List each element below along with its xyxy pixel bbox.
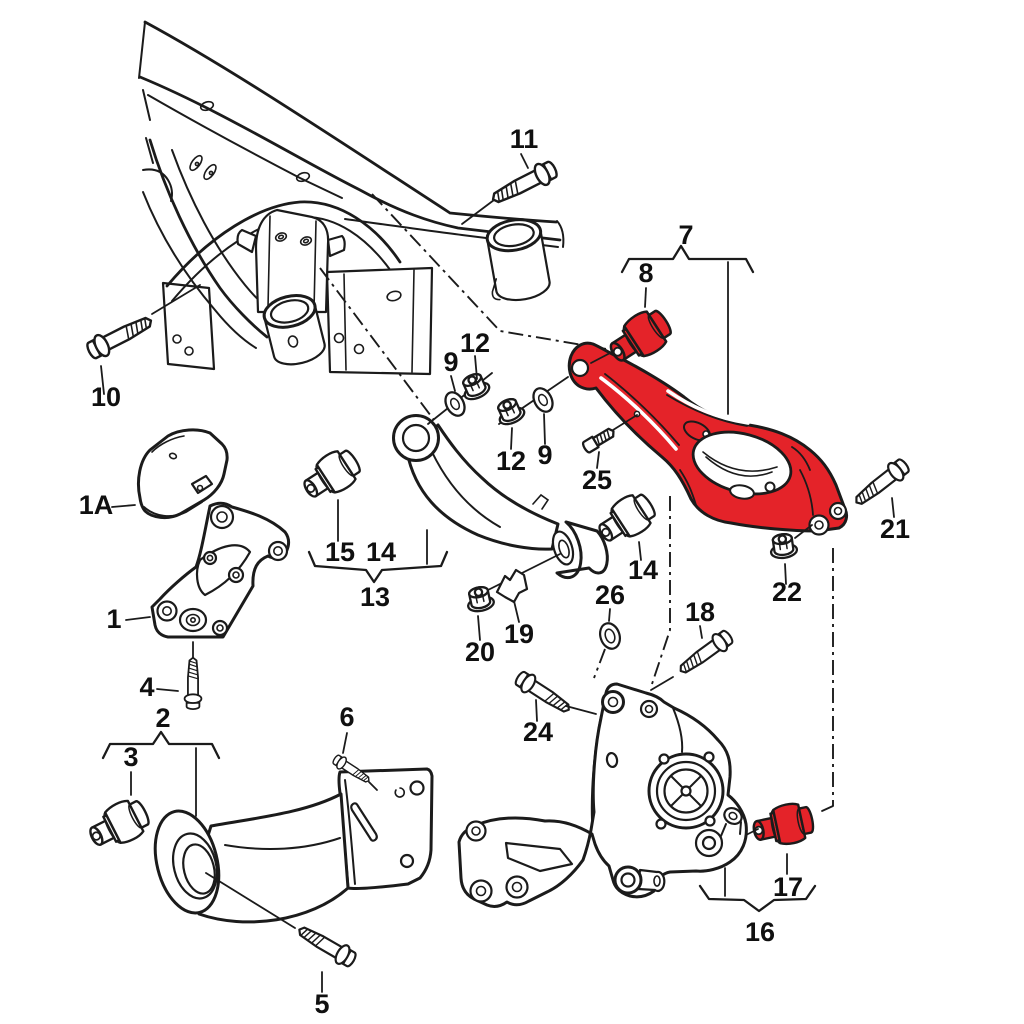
upper-link-sleeve bbox=[555, 520, 609, 580]
part-label-7: 7 bbox=[678, 220, 693, 250]
subframe-left-plate bbox=[161, 281, 216, 371]
part-label-17: 17 bbox=[773, 872, 803, 902]
part-label-15: 15 bbox=[325, 537, 355, 567]
subframe-crossmember bbox=[138, 20, 565, 376]
part-label-1a: 1A bbox=[79, 490, 114, 520]
part-label-14-link: 14 bbox=[366, 537, 396, 567]
part-label-5: 5 bbox=[314, 989, 329, 1019]
bushing-15 bbox=[295, 442, 367, 508]
bracket-range-16 bbox=[698, 884, 817, 913]
clamp-19 bbox=[495, 568, 529, 604]
bolt-4 bbox=[183, 656, 203, 711]
bolt-11 bbox=[486, 156, 562, 211]
leader-bolt-10 bbox=[151, 284, 201, 315]
part-label-6: 6 bbox=[339, 702, 354, 732]
axis-line-bushing14-to-knuckle bbox=[651, 496, 671, 685]
bracket-1 bbox=[150, 501, 291, 639]
bolt-24 bbox=[511, 667, 576, 720]
part-label-1: 1 bbox=[106, 604, 121, 634]
subframe-right-bushing-mount bbox=[485, 218, 551, 302]
part-label-25: 25 bbox=[582, 465, 612, 495]
part-label-9-lower: 9 bbox=[537, 440, 552, 470]
bracket-range-2 bbox=[101, 730, 221, 760]
part-label-16: 16 bbox=[745, 917, 775, 947]
axis-line-oring-to-knuckle bbox=[593, 648, 606, 679]
part-label-26: 26 bbox=[595, 580, 625, 610]
wheel-knuckle bbox=[457, 682, 748, 908]
leader-bolt-11 bbox=[461, 199, 495, 225]
nut-22 bbox=[767, 531, 799, 561]
part-label-24: 24 bbox=[523, 717, 553, 747]
bolt-18 bbox=[673, 626, 737, 681]
part-label-22: 22 bbox=[772, 577, 802, 607]
part-label-4: 4 bbox=[139, 672, 154, 702]
bushing-3 bbox=[82, 792, 156, 857]
part-label-10: 10 bbox=[91, 382, 121, 412]
bolt-10 bbox=[82, 309, 158, 364]
part-label-12-upper: 12 bbox=[460, 328, 490, 358]
part-label-19: 19 bbox=[504, 619, 534, 649]
o-ring-26 bbox=[599, 622, 621, 650]
part-label-12-lower: 12 bbox=[496, 446, 526, 476]
bracket-range-13 bbox=[307, 550, 449, 584]
leader-bolt-25 bbox=[612, 414, 638, 431]
axis-line-subframe-to-link bbox=[319, 267, 435, 421]
part-label-20: 20 bbox=[465, 637, 495, 667]
trailing-arm-blade bbox=[194, 792, 350, 924]
nut-12-upper bbox=[457, 369, 493, 404]
part-label-3: 3 bbox=[123, 742, 138, 772]
cover-1a bbox=[136, 428, 229, 520]
nut-12-lower bbox=[492, 394, 528, 429]
part-label-9-upper: 9 bbox=[443, 347, 458, 377]
part-label-8: 8 bbox=[638, 258, 653, 288]
subframe-left-bushing-mount bbox=[262, 294, 326, 366]
upper-link-assembly bbox=[295, 355, 662, 641]
axis-line-subframe-to-arm-bushing bbox=[371, 193, 607, 350]
part-label-13: 13 bbox=[360, 582, 390, 612]
part-label-14-bushing: 14 bbox=[628, 555, 658, 585]
bushing-17-red bbox=[748, 798, 818, 852]
leader-bolt-24 bbox=[565, 705, 597, 715]
washer-9-lower bbox=[528, 383, 558, 417]
bolt-5 bbox=[293, 919, 360, 971]
bracket-range-7 bbox=[620, 244, 755, 274]
part-label-2: 2 bbox=[155, 703, 170, 733]
part-label-11: 11 bbox=[510, 124, 539, 154]
part-label-18: 18 bbox=[685, 597, 715, 627]
trailing-arm-assembly bbox=[82, 730, 434, 929]
subframe-right-plate bbox=[325, 266, 434, 376]
lower-control-arm-7 bbox=[567, 341, 849, 536]
subframe-mount-bracket bbox=[254, 208, 330, 314]
part-labels: 10 11 1A 1 4 2 3 5 6 7 8 9 12 12 9 25 15… bbox=[79, 124, 910, 1019]
bolt-21 bbox=[849, 454, 914, 512]
part-label-21: 21 bbox=[880, 514, 910, 544]
bolt-25 bbox=[581, 427, 615, 454]
leader-bolt-18 bbox=[650, 676, 674, 691]
leader-bolt-5 bbox=[205, 872, 296, 929]
